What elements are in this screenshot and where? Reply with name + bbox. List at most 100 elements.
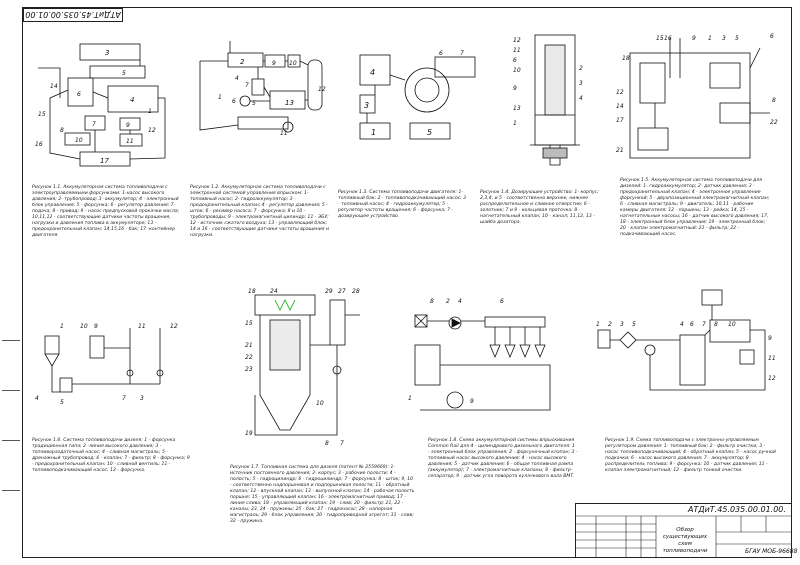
callout-number: 1 bbox=[408, 395, 412, 402]
callout-number: 28 bbox=[352, 288, 360, 295]
callout-number: 9 bbox=[692, 35, 696, 42]
callout-number: 13 bbox=[285, 99, 294, 107]
callout-number: 29 bbox=[325, 288, 333, 295]
callout-number: 17 bbox=[100, 157, 109, 165]
figure-1-5: 18 15 16 9 1 3 5 6 12 14 17 21 8 22 bbox=[616, 33, 778, 159]
callout-number: 3 bbox=[105, 49, 109, 57]
callout-number: 4 bbox=[370, 68, 375, 77]
callout-number: 18 bbox=[622, 55, 630, 62]
callout-number: 18 bbox=[248, 288, 256, 295]
title-doc-number: АТДиТ.45.035.00.01.00. bbox=[688, 505, 786, 514]
title-block bbox=[575, 503, 792, 558]
callout-number: 12 bbox=[616, 89, 624, 96]
figure-1-2: 2 9 10 13 1 5 6 7 12 11 4 bbox=[199, 41, 326, 137]
side-cell bbox=[2, 340, 20, 341]
callout-number: 8 bbox=[430, 298, 434, 305]
figure-1-4: 12 11 6 10 9 13 1 2 3 4 bbox=[513, 34, 583, 166]
callout-number: 3 bbox=[140, 395, 144, 402]
callout-number: 1 bbox=[596, 321, 600, 328]
callout-number: 5 bbox=[427, 128, 432, 137]
callout-number: 4 bbox=[579, 95, 583, 102]
callout-number: 21 bbox=[616, 147, 624, 154]
callout-number: 3 bbox=[722, 35, 726, 42]
callout-number: 4 bbox=[130, 96, 134, 104]
side-cell bbox=[2, 390, 20, 391]
callout-number: 15 bbox=[656, 35, 664, 42]
callout-number: 9 bbox=[513, 85, 517, 92]
callout-number: 12 bbox=[148, 127, 156, 134]
figure-1-7: 18 24 29 27 28 15 21 22 23 19 10 7 8 bbox=[245, 288, 360, 447]
figure-1-1: 3 4 5 6 7 8 9 10 11 12 14 15 16 17 1 bbox=[35, 43, 166, 167]
callout-number: 2 bbox=[240, 58, 245, 66]
callout-number: 12 bbox=[170, 323, 178, 330]
callout-number: 10 bbox=[289, 60, 297, 67]
callout-number: 12 bbox=[513, 37, 521, 44]
callout-number: 6 bbox=[232, 98, 236, 105]
callout-number: 15 bbox=[38, 111, 46, 118]
callout-number: 21 bbox=[245, 342, 253, 349]
callout-number: 8 bbox=[714, 321, 718, 328]
callout-number: 8 bbox=[60, 127, 64, 134]
callout-number: 3 bbox=[620, 321, 624, 328]
callout-number: 5 bbox=[735, 35, 739, 42]
title-block-grid bbox=[576, 515, 791, 557]
callout-number: 23 bbox=[245, 366, 253, 373]
callout-number: 2 bbox=[579, 65, 583, 72]
callout-number: 7 bbox=[460, 50, 464, 57]
callout-number: 7 bbox=[92, 121, 96, 128]
callout-number: 16 bbox=[664, 35, 672, 42]
callout-number: 2 bbox=[608, 321, 612, 328]
figure-1-8: 1 2 4 6 8 9 bbox=[408, 298, 551, 411]
caption-fig-1-9: Рисунок 1.9. Схема топливоподачи с элект… bbox=[605, 438, 776, 473]
callout-number: 4 bbox=[235, 75, 239, 82]
drawing-frame bbox=[22, 7, 792, 558]
callout-number: 13 bbox=[513, 105, 521, 112]
callout-number: 11 bbox=[138, 323, 146, 330]
callout-number: 5 bbox=[632, 321, 636, 328]
side-cell bbox=[2, 490, 20, 491]
callout-number: 16 bbox=[35, 141, 43, 148]
callout-number: 6 bbox=[690, 321, 694, 328]
callout-number: 10 bbox=[80, 323, 88, 330]
callout-number: 15 bbox=[245, 320, 253, 327]
callout-number: 5 bbox=[252, 100, 256, 107]
callout-number: 17 bbox=[616, 117, 624, 124]
callout-number: 1 bbox=[371, 128, 376, 137]
caption-fig-1-6: Рисунок 1.6. Система топливоподачи дизел… bbox=[32, 438, 190, 473]
caption-fig-1-4: Рисунок 1.4. Дозирующее устройство: 1- к… bbox=[480, 190, 599, 225]
callout-number: 6 bbox=[500, 298, 504, 305]
callout-number: 4 bbox=[458, 298, 462, 305]
callout-number: 24 bbox=[270, 288, 278, 295]
callout-number: 27 bbox=[338, 288, 346, 295]
callout-number: 3 bbox=[364, 101, 369, 110]
callout-number: 10 bbox=[75, 137, 83, 144]
callout-number: 7 bbox=[122, 395, 126, 402]
title-name-line1: Обзор существующих bbox=[662, 527, 708, 540]
callout-number: 3 bbox=[579, 80, 583, 87]
callout-number: 9 bbox=[94, 323, 98, 330]
caption-fig-1-3: Рисунок 1.3. Система топливоподачи двига… bbox=[338, 190, 467, 219]
figure-1-3: 4 3 1 5 6 7 bbox=[359, 50, 476, 140]
side-cell bbox=[2, 440, 20, 441]
callout-number: 6 bbox=[770, 33, 774, 40]
callout-number: 11 bbox=[280, 130, 288, 137]
callout-number: 8 bbox=[325, 440, 329, 447]
callout-number: 14 bbox=[616, 103, 624, 110]
callout-number: 9 bbox=[768, 335, 772, 342]
callout-number: 9 bbox=[470, 398, 474, 405]
callout-number: 12 bbox=[318, 86, 326, 93]
caption-fig-1-2: Рисунок 1.2. Аккумуляторная система топл… bbox=[190, 185, 329, 238]
figure-1-9: 1 2 3 5 4 6 7 8 10 9 11 12 bbox=[596, 289, 776, 391]
callout-number: 14 bbox=[50, 83, 58, 90]
callout-number: 1 bbox=[60, 323, 64, 330]
callout-number: 4 bbox=[35, 395, 39, 402]
caption-fig-1-7: Рисунок 1.7. Топливная система для дизел… bbox=[230, 465, 415, 524]
callout-number: 5 bbox=[122, 70, 126, 77]
figure-1-6: 1 10 9 11 12 4 5 7 3 bbox=[35, 323, 178, 406]
callout-number: 19 bbox=[245, 430, 253, 437]
callout-number: 7 bbox=[245, 82, 249, 89]
title-name-line2: схем топливоподачи bbox=[662, 541, 708, 554]
callout-number: 5 bbox=[60, 399, 64, 406]
callout-number: 8 bbox=[772, 97, 776, 104]
